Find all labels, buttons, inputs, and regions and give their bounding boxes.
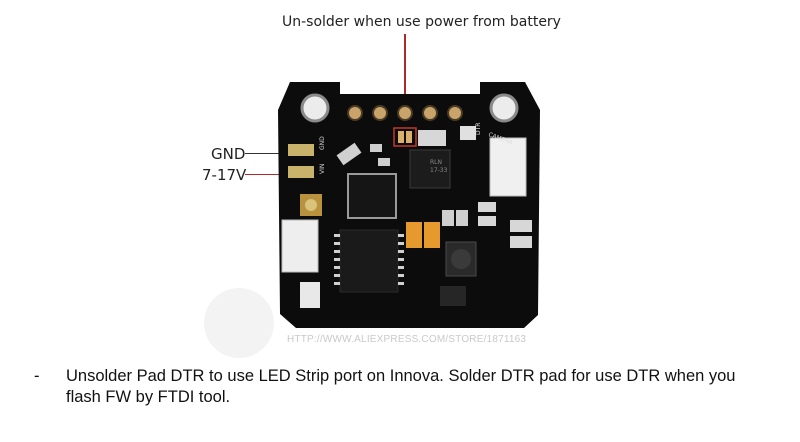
vin-pad [288,166,314,178]
gnd-pad [288,144,314,156]
unsolder-pad-highlight [393,127,417,147]
mcu-chip [347,173,397,219]
svg-text:VIN: VIN [319,164,326,174]
orange-capacitor-1 [406,222,422,248]
svg-text:GND: GND [319,136,326,150]
top-annotation: Un-solder when use power from battery [282,14,561,30]
svg-text:17-33: 17-33 [430,167,448,174]
dtr-silk: DTR [475,123,482,135]
caption-text: Unsolder Pad DTR to use LED Strip port o… [66,367,736,406]
top-pointer-line [404,34,406,134]
watermark-logo [204,288,274,358]
dtr-pad [460,126,476,140]
caption-bullet: - [34,367,40,385]
main-ic [339,229,399,293]
board-image: DTR RLN 17-33 GND VIN [260,70,560,340]
camera-connector [489,137,527,197]
voltage-pointer-line [245,174,287,175]
gnd-pointer-line [245,153,287,154]
gnd-label: GND [211,145,246,163]
svg-text:RLN: RLN [430,159,442,166]
mount-hole-left [300,93,330,123]
left-connector [281,219,319,273]
regulator-chip [409,149,451,189]
mount-hole-right [489,93,519,123]
voltage-label: 7-17V [202,166,247,184]
watermark-text: HTTP://WWW.ALIEXPRESS.COM/STORE/1871163 [287,334,527,345]
header-pins [347,105,463,121]
orange-capacitor-2 [424,222,440,248]
